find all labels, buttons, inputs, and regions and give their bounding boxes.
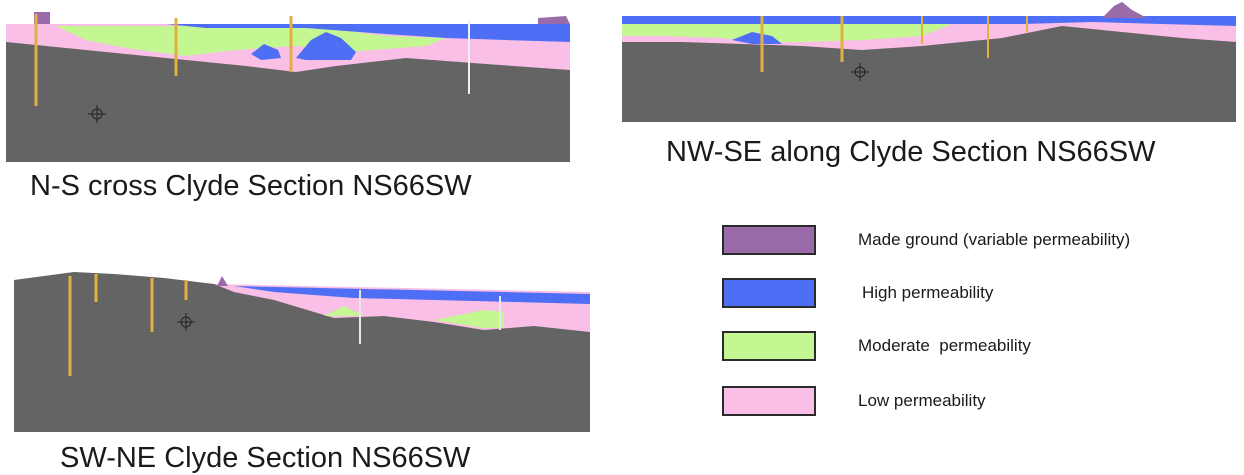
legend-label-low-permeability: Low permeability — [858, 391, 986, 410]
legend-label-made-ground: Made ground (variable permeability) — [858, 230, 1131, 249]
made-ground-patch-2 — [538, 16, 570, 24]
section-swne-caption: SW-NE Clyde Section NS66SW — [60, 442, 471, 474]
high-permeability-lens — [732, 32, 782, 44]
legend-swatch-low-permeability — [722, 386, 816, 416]
section-swne-panel — [14, 270, 590, 432]
section-ns-panel — [6, 10, 570, 162]
sky-mask — [14, 270, 590, 294]
moderate-permeability-layer — [622, 24, 952, 42]
sky-mask — [6, 10, 570, 24]
made-ground-mound — [1102, 2, 1147, 18]
high-permeability-lens — [296, 32, 356, 60]
legend-item-made-ground: Made ground (variable permeability) — [722, 225, 1242, 257]
legend-swatch-high-permeability — [722, 278, 816, 308]
high-permeability-layer — [622, 16, 1236, 26]
legend-item-high-permeability: High permeability — [722, 278, 1242, 310]
crosshair-marker — [851, 63, 869, 81]
legend-item-low-permeability: Low permeability — [722, 386, 1242, 418]
legend-label-moderate-permeability: Moderate permeability — [858, 336, 1031, 355]
moderate-permeability-layer-2 — [434, 310, 504, 328]
made-ground-patch — [34, 12, 50, 24]
crosshair-marker — [177, 313, 195, 331]
sky-mask — [622, 2, 1236, 16]
section-ns-diagram — [6, 10, 570, 162]
section-nwse-panel — [622, 2, 1236, 122]
legend-item-moderate-permeability: Moderate permeability — [722, 331, 1242, 363]
legend-swatch-moderate-permeability — [722, 331, 816, 361]
section-nwse-diagram — [622, 2, 1236, 122]
section-swne-diagram — [14, 270, 590, 432]
section-ns-caption: N-S cross Clyde Section NS66SW — [30, 170, 472, 202]
moderate-permeability-layer — [324, 306, 364, 316]
crosshair-marker — [88, 105, 106, 123]
legend-swatch-made-ground — [722, 225, 816, 255]
legend-label-high-permeability: High permeability — [862, 283, 994, 302]
section-nwse-caption: NW-SE along Clyde Section NS66SW — [666, 136, 1156, 168]
high-permeability-lens-2 — [251, 44, 281, 60]
made-ground-patch — [217, 276, 228, 286]
